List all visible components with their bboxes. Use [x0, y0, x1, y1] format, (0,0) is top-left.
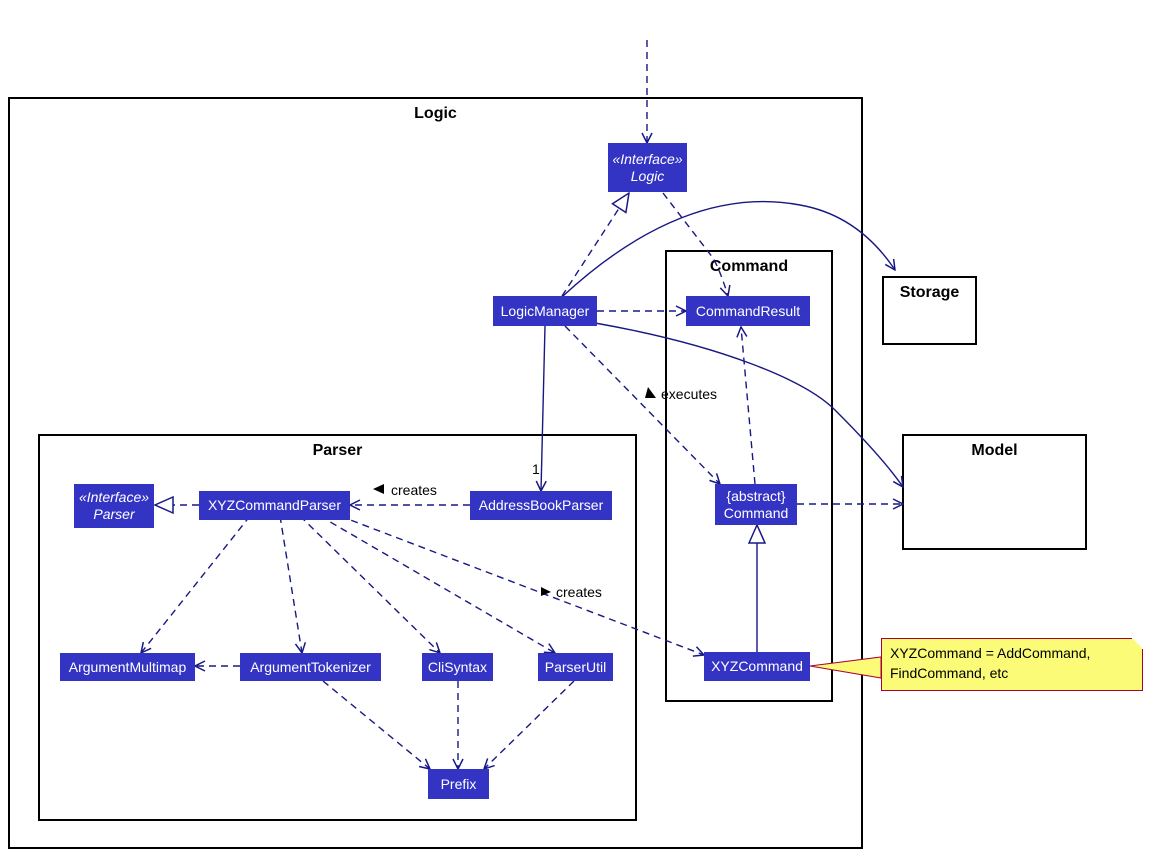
logic-interface-stereotype: «Interface»: [612, 150, 683, 167]
xyzcommandparser-to-argumentmultimap-edge: [141, 515, 251, 653]
abstract-command-class[interactable]: {abstract} Command: [715, 484, 797, 525]
storage-package: Storage: [882, 276, 977, 345]
xyzcommandparser-creates-xyzcommand-edge: [339, 515, 704, 655]
parser-interface-name: Parser: [93, 506, 135, 522]
commandresult-class[interactable]: CommandResult: [686, 296, 810, 326]
executes-direction-arrow: [645, 387, 656, 398]
logicmanager-executes-command-edge: [564, 325, 720, 484]
xyzcommandparser-to-parserutil-edge: [319, 515, 555, 653]
xyzcommandparser-class[interactable]: XYZCommandParser: [199, 491, 350, 520]
logic-package-title: Logic: [414, 105, 457, 122]
creates-command-label: creates: [556, 584, 602, 600]
command-package-title: Command: [709, 258, 789, 275]
executes-label: executes: [661, 386, 718, 402]
note-fold-corner: [1132, 638, 1143, 649]
xyzcommandparser-to-clisyntax-edge: [299, 515, 440, 653]
logicmanager-to-storage-edge: [562, 200, 895, 297]
parser-interface-class[interactable]: «Interface» Parser: [74, 484, 154, 528]
logicmanager-realizes-logic-edge: [561, 193, 629, 297]
creates-parser-direction-arrow: [373, 484, 384, 494]
xyzcommand-class[interactable]: XYZCommand: [704, 652, 810, 681]
note-connector: [809, 656, 882, 679]
argumenttokenizer-class[interactable]: ArgumentTokenizer: [240, 653, 381, 681]
addressbookparser-class[interactable]: AddressBookParser: [470, 491, 612, 520]
note-line-1: XYZCommand = AddCommand,: [890, 645, 1091, 661]
creates-parser-label: creates: [391, 482, 437, 498]
model-package-title: Model: [971, 442, 1018, 459]
parserutil-to-prefix-edge: [484, 680, 575, 769]
command-to-commandresult-edge: [741, 327, 756, 485]
storage-package-title: Storage: [899, 284, 960, 301]
prefix-class[interactable]: Prefix: [428, 769, 489, 799]
clisyntax-class[interactable]: CliSyntax: [422, 653, 493, 681]
logicmanager-to-model-edge: [594, 322, 903, 487]
logicmanager-class[interactable]: LogicManager: [493, 296, 597, 326]
logicmanager-to-addressbookparser-edge: [541, 325, 545, 491]
logic-to-commandresult-edge: [662, 192, 728, 296]
parser-interface-stereotype: «Interface»: [78, 489, 150, 505]
model-package: Model: [902, 434, 1087, 550]
abstract-command-stereotype: {abstract}: [726, 487, 786, 504]
multiplicity-label: 1: [532, 461, 540, 477]
logic-interface-class[interactable]: «Interface» Logic: [608, 143, 687, 192]
note-line-2: FindCommand, etc: [890, 665, 1009, 681]
argumentmultimap-class[interactable]: ArgumentMultimap: [60, 653, 195, 681]
parserutil-class[interactable]: ParserUtil: [538, 653, 613, 681]
argumenttokenizer-to-prefix-edge: [322, 680, 430, 769]
logic-interface-name: Logic: [630, 167, 665, 184]
abstract-command-name: Command: [723, 504, 789, 521]
parser-package-title: Parser: [312, 442, 363, 459]
xyzcommand-note: XYZCommand = AddCommand, FindCommand, et…: [881, 638, 1143, 691]
xyzcommandparser-to-argumenttokenizer-edge: [279, 515, 302, 653]
creates-command-direction-arrow: [541, 587, 551, 596]
